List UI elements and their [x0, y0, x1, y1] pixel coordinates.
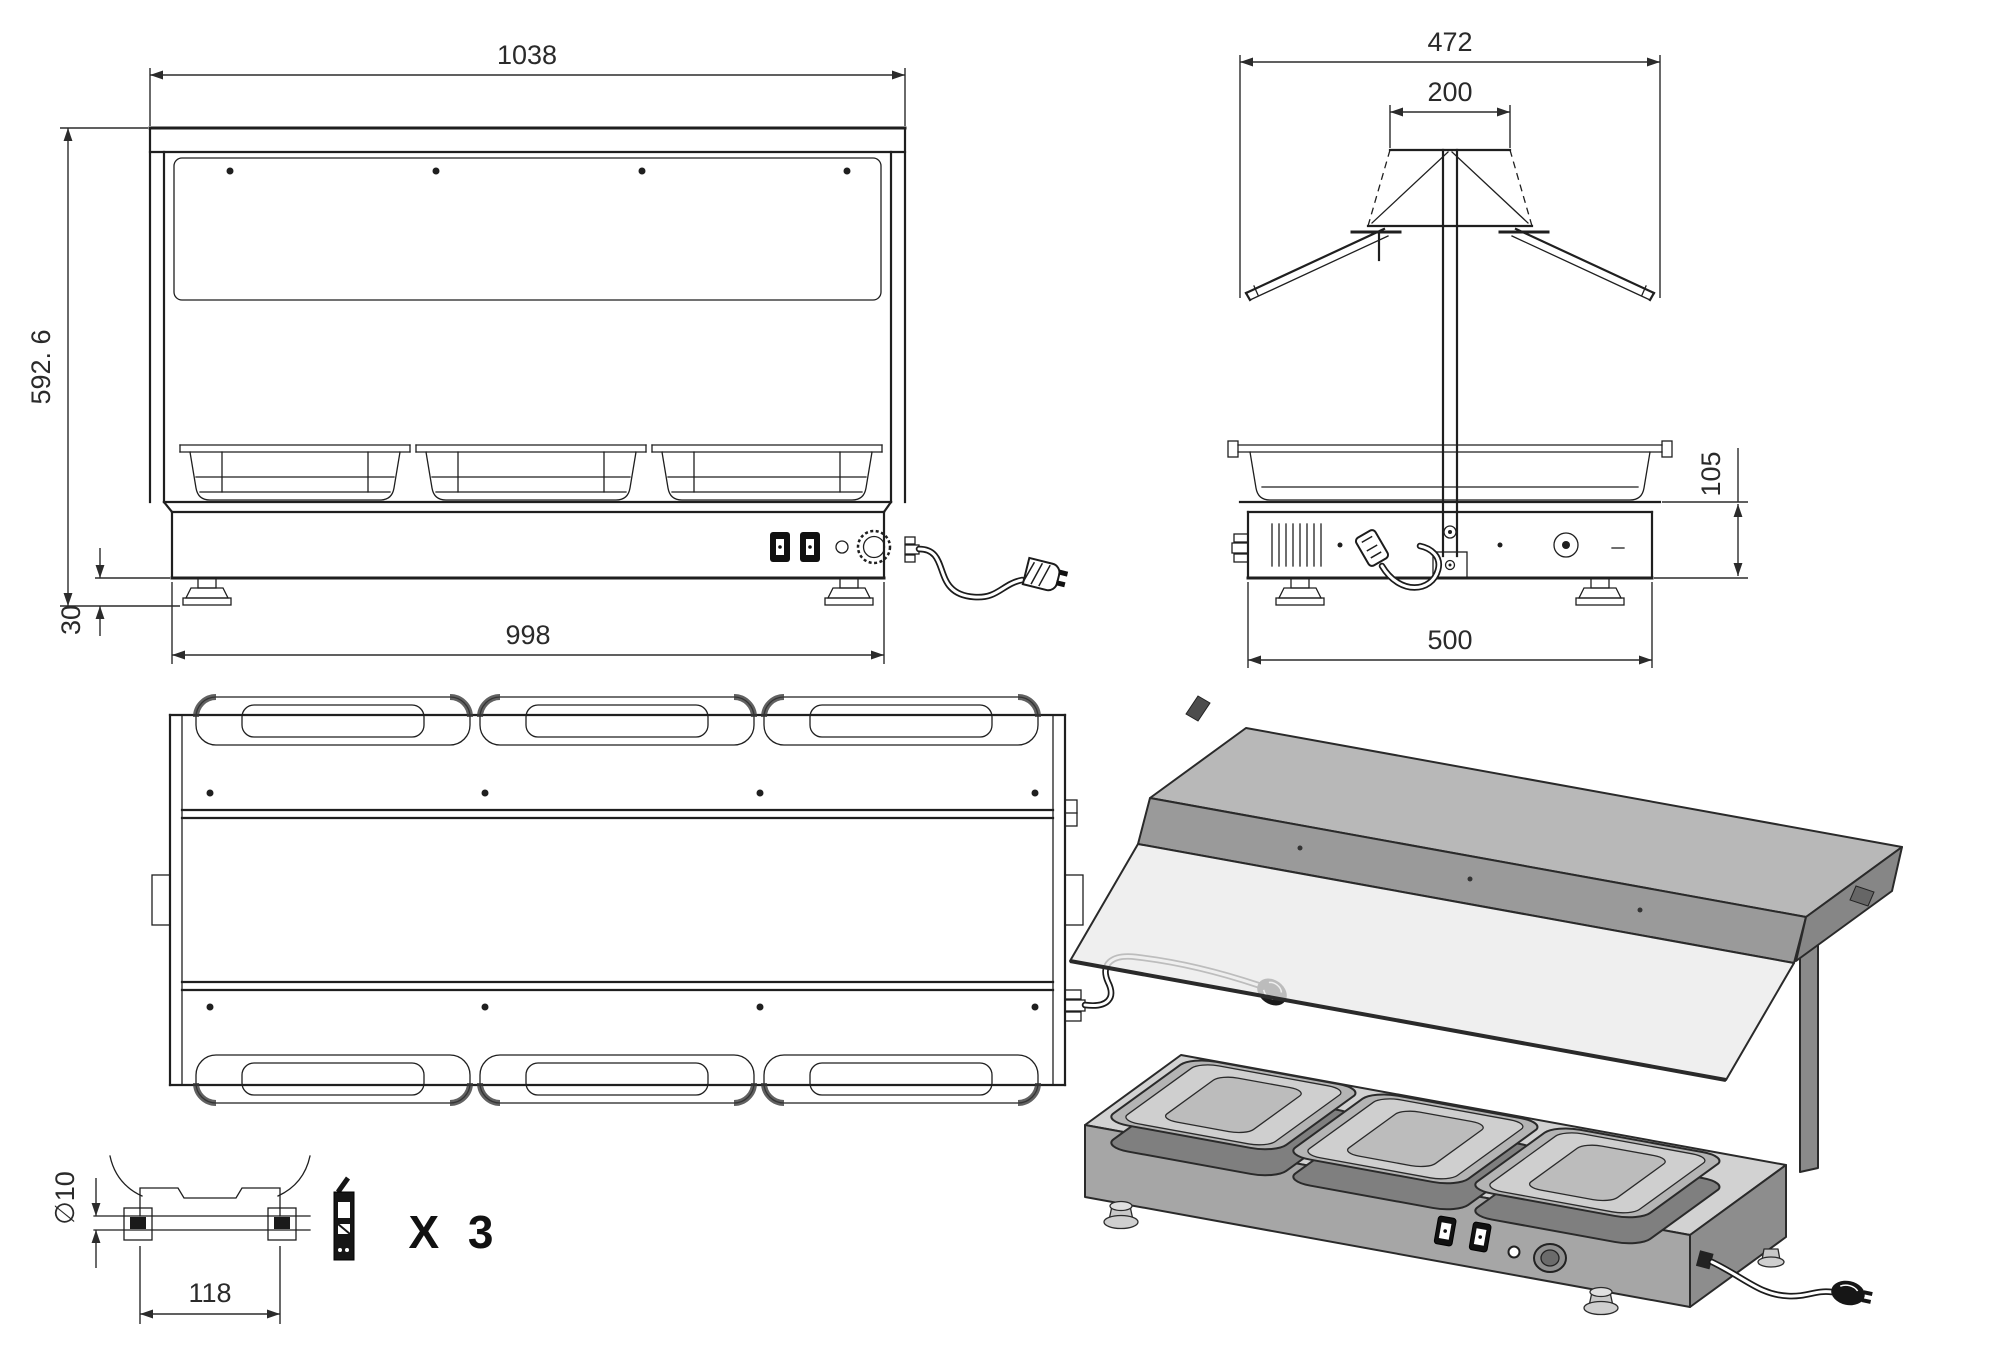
- front-view: 1038 592. 6 30 998: [26, 40, 1069, 664]
- side-view: 472 200 105 500: [1227, 27, 1748, 668]
- side-support-post: [1432, 148, 1468, 579]
- inlet-gland: [1233, 533, 1249, 543]
- side-glass-wing-right: [1511, 227, 1656, 302]
- rivet-dot: [432, 167, 440, 175]
- power-switch-1: [770, 532, 790, 562]
- iso-pan-3: [1467, 1125, 1728, 1246]
- iso-left-post-tip: [1185, 695, 1211, 722]
- detail-dim-rod-diameter-label: ∅10: [50, 1171, 80, 1225]
- iso-right-clip: [1849, 885, 1875, 907]
- front-tray-2: [415, 444, 647, 501]
- side-dim-canopy-width-label: 472: [1427, 27, 1472, 57]
- front-dim-overall-width: 1038: [149, 40, 906, 126]
- front-dim-overall-height-label: 592. 6: [26, 329, 56, 404]
- front-tray-3: [651, 444, 883, 501]
- isometric-view: [1069, 695, 1903, 1316]
- inlet-gland: [1233, 553, 1249, 563]
- top-right-bracket-tab: [1064, 874, 1084, 926]
- side-tray-profile: [1227, 440, 1673, 501]
- side-dim-canopy-width: 472: [1239, 27, 1661, 298]
- screw-dot: [1497, 542, 1503, 548]
- side-dim-base-height-label: 105: [1696, 451, 1726, 496]
- iso-foot-back-right: [1757, 1248, 1785, 1268]
- front-dim-base-width-label: 998: [505, 620, 550, 650]
- detail-front-profile: [93, 1155, 311, 1241]
- rivet-dot: [843, 167, 851, 175]
- iso-switch-1: [1433, 1215, 1457, 1247]
- inlet-gland: [1231, 542, 1249, 554]
- side-foot-right: [1575, 577, 1625, 606]
- thermostat-knob: [856, 529, 892, 565]
- rivet-dot: [226, 167, 234, 175]
- iso-indicator-light: [1507, 1245, 1521, 1259]
- top-canopy-bands: [180, 789, 1055, 1011]
- rod-end: [274, 1217, 290, 1229]
- front-dim-base-width: 998: [171, 582, 885, 664]
- front-plug: [1021, 556, 1069, 592]
- iso-switch-2: [1468, 1221, 1492, 1253]
- top-left-bracket-tab: [151, 874, 171, 926]
- front-foot-left: [182, 577, 232, 606]
- iso-pan-1: [1103, 1057, 1364, 1178]
- top-tray-handles-bottom: [193, 1054, 1041, 1106]
- detail-side-profile: [333, 1176, 355, 1261]
- side-dim-base-depth-label: 500: [1427, 625, 1472, 655]
- side-glass-wing-left: [1244, 227, 1389, 302]
- iso-foot-front-left: [1103, 1200, 1139, 1230]
- iso-knob: [1533, 1243, 1567, 1273]
- top-right-fitting: [1064, 799, 1078, 827]
- side-dim-base-depth: 500: [1247, 582, 1653, 668]
- side-foot-left: [1275, 577, 1325, 606]
- power-switch-2: [800, 532, 820, 562]
- vent-slots: [1271, 523, 1322, 567]
- iso-canopy: [1137, 695, 1903, 964]
- iso-support-post: [1799, 925, 1819, 1173]
- side-dim-base-height: 105: [1654, 448, 1748, 579]
- rivet-dot: [1467, 876, 1473, 882]
- top-outline: [168, 713, 1067, 1087]
- screw-dot: [1337, 542, 1343, 548]
- rivet-dot: [638, 167, 646, 175]
- front-canopy: [148, 126, 907, 514]
- front-dim-overall-height: 592. 6: [26, 127, 180, 607]
- iso-glass-panel: [1069, 843, 1795, 1082]
- iso-pan-2: [1285, 1091, 1546, 1212]
- front-tray-1: [179, 444, 411, 501]
- iso-power-cord: [1695, 1250, 1873, 1306]
- iso-control-panel: [1433, 1215, 1567, 1273]
- front-dim-foot-height: 30: [56, 548, 170, 636]
- detail-quantity-label: X 3: [408, 1206, 501, 1258]
- foot-bracket-detail-view: ∅10 118 X 3: [50, 1155, 501, 1324]
- detail-dim-bracket-width: 118: [139, 1246, 281, 1324]
- detail-dim-rod-diameter: ∅10: [50, 1171, 101, 1268]
- front-foot-right: [824, 577, 874, 606]
- indicator-light: [835, 540, 849, 554]
- iso-plug: [1831, 1280, 1873, 1306]
- side-base: [1231, 500, 1662, 591]
- rivet-dot: [1297, 845, 1303, 851]
- iso-foot-front-right: [1583, 1286, 1619, 1316]
- front-power-cord: [904, 536, 1069, 601]
- front-glass-header-panel: [173, 157, 882, 301]
- side-dim-mount-width-label: 200: [1427, 77, 1472, 107]
- side-knob: [1553, 532, 1579, 558]
- front-control-panel: [770, 529, 892, 565]
- side-canopy: [1350, 148, 1550, 262]
- side-stored-plug: [1354, 529, 1443, 591]
- rivet-dot: [1637, 907, 1643, 913]
- rod-end: [130, 1217, 146, 1229]
- front-dim-foot-height-label: 30: [56, 605, 86, 635]
- top-tray-handles-top: [193, 694, 1041, 746]
- detail-dim-bracket-width-label: 118: [188, 1278, 231, 1308]
- side-dim-mount-width: 200: [1389, 77, 1511, 148]
- front-dim-overall-width-label: 1038: [497, 40, 557, 70]
